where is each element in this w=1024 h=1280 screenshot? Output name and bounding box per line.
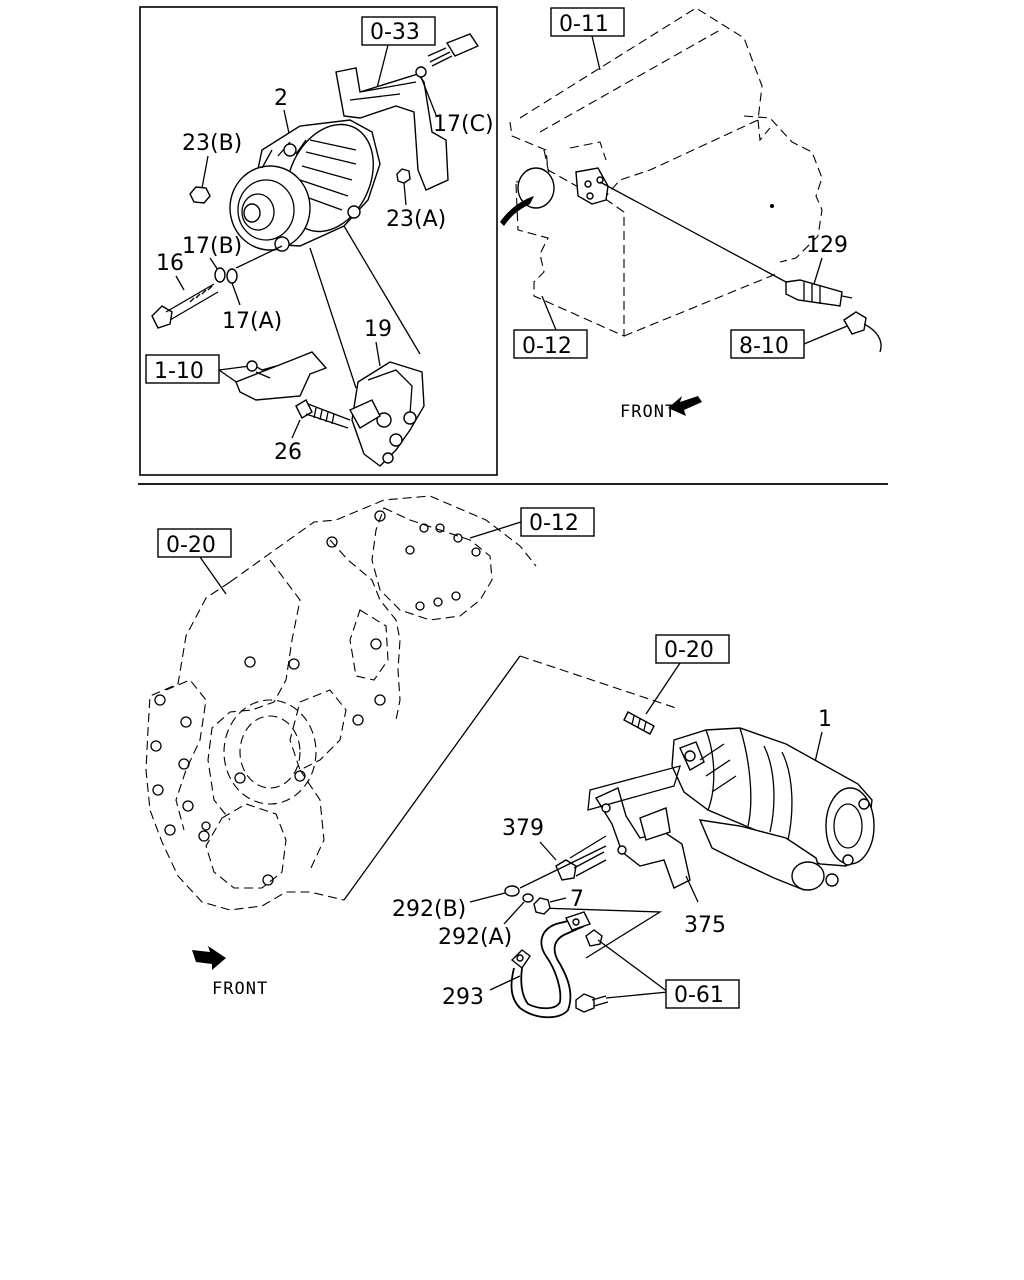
label-129: 129: [806, 233, 848, 258]
label-292b: 292(B): [392, 897, 466, 922]
ac-compressor: [229, 119, 381, 252]
ref-box-0-33[interactable]: 0-33: [361, 16, 436, 46]
ref-box-0-20-housing[interactable]: 0-20: [157, 528, 232, 558]
ref-box-0-12-top[interactable]: 0-12: [513, 329, 588, 359]
ref-box-1-10[interactable]: 1-10: [145, 354, 220, 384]
bolt-16: [151, 283, 219, 329]
sensor-129: [785, 279, 853, 307]
label-292a: 292(A): [438, 925, 512, 950]
ref-1-10: 1-10: [154, 359, 204, 384]
cable-bolt-lower: [575, 993, 609, 1013]
label-2: 2: [274, 86, 288, 111]
ref-0-11: 0-11: [559, 12, 609, 37]
label-379: 379: [502, 816, 544, 841]
ref-0-61: 0-61: [674, 983, 724, 1008]
small-bracket: [235, 351, 328, 401]
label-17a: 17(A): [222, 309, 282, 334]
front-label-top: FRONT: [620, 402, 676, 422]
harness-connector: [843, 311, 882, 353]
compressor-inset: 0-33 17(C) 2: [139, 6, 498, 476]
ref-0-33: 0-33: [370, 20, 420, 45]
front-label-bottom: FRONT: [212, 979, 268, 999]
label-17b: 17(B): [182, 234, 242, 259]
label-375: 375: [684, 913, 726, 938]
label-19: 19: [364, 317, 392, 342]
label-17c: 17(C): [433, 112, 494, 137]
ref-box-0-61[interactable]: 0-61: [665, 979, 740, 1009]
ref-0-12-top: 0-12: [522, 334, 572, 359]
front-arrow-icon: [668, 396, 702, 416]
cable-bolt-upper: [585, 929, 603, 947]
stud-26: [295, 399, 351, 429]
compressor-mount-19: [349, 361, 425, 467]
starter-bracket-375: [587, 765, 691, 889]
nut-23b: [189, 186, 211, 204]
bracket-bolt: [427, 33, 480, 67]
housing-bolt-holes: [150, 510, 481, 886]
ref-8-10: 8-10: [739, 334, 789, 359]
label-1: 1: [818, 707, 832, 732]
ref-0-12-bottom: 0-12: [529, 511, 579, 536]
nut-23a: [396, 168, 411, 184]
cable-293: [510, 911, 591, 1019]
ref-0-20-housing: 0-20: [166, 533, 216, 558]
engine-sensor-view: 0-11 0-12 129: [500, 7, 882, 422]
label-293: 293: [442, 985, 484, 1010]
washer-292a: [522, 893, 534, 903]
starter-motor: [671, 727, 875, 891]
label-16: 16: [156, 251, 184, 276]
ref-box-8-10[interactable]: 8-10: [730, 329, 805, 359]
washer-17c: [415, 66, 427, 78]
ref-box-0-11[interactable]: 0-11: [550, 7, 625, 37]
starter-stud: [623, 711, 655, 735]
ref-box-0-20-starter[interactable]: 0-20: [655, 634, 730, 664]
starter-view: 0-20 0-12: [145, 495, 875, 1019]
washer-17b: [214, 267, 226, 283]
block-bracket: [575, 167, 609, 205]
ref-box-0-12-bottom[interactable]: 0-12: [520, 507, 595, 537]
label-23a: 23(A): [386, 207, 446, 232]
oil-filter: [517, 167, 555, 209]
label-7: 7: [570, 887, 584, 912]
nut-7: [533, 897, 551, 915]
label-26: 26: [274, 440, 302, 465]
label-23b: 23(B): [182, 131, 242, 156]
washer-17a: [226, 268, 238, 284]
front-arrow-icon: [192, 946, 226, 970]
bolt-379: [555, 851, 607, 881]
ref-0-20-starter: 0-20: [664, 638, 714, 663]
washer-292b: [504, 885, 520, 897]
